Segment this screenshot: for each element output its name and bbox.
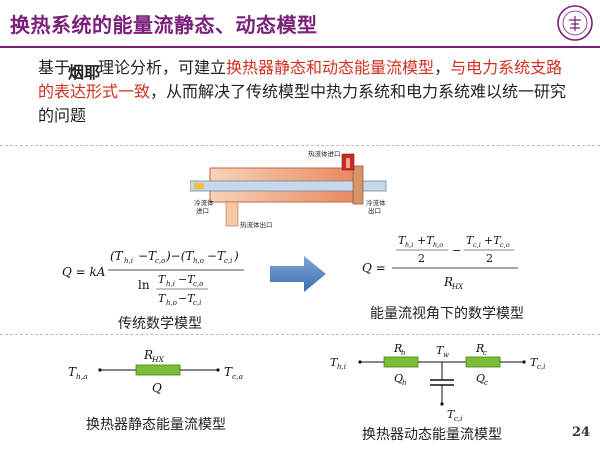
svg-text:T: T: [158, 292, 167, 305]
qc-sub: c: [484, 379, 488, 387]
qh-sub: h: [402, 379, 407, 387]
tw-label: T: [436, 344, 445, 357]
two-right: 2: [486, 252, 493, 265]
traditional-formula-lhs: Q = kA: [62, 265, 106, 279]
svg-text:)−(T: )−(T: [165, 249, 194, 263]
right-arrow-icon: [270, 256, 326, 292]
resistor-rc: [465, 356, 501, 368]
svg-text:T: T: [398, 234, 407, 247]
intro-text-2: 理论分析，可建立: [98, 58, 227, 77]
university-seal-icon: [557, 5, 593, 41]
intro-highlight-1: 换热器静态和动态能量流模型: [226, 58, 435, 77]
divider-bottom: [0, 334, 600, 335]
dynamic-right-sub: c,i: [537, 363, 545, 371]
traditional-formula: Q = kA (T h,i −T c,o )−(T h,o −T c,i ) l…: [62, 249, 244, 307]
sub-ho-num: h,o: [193, 257, 204, 265]
intro-paragraph: 基于烟耶理论分析，可建立换热器静态和动态能量流模型，与电力系统支路的表达形式一致…: [38, 56, 578, 128]
dynamic-circuit: T h,i T c,i R h R c T w Q h Q c T c,i: [330, 342, 545, 423]
dynamic-bottom-sub: c,i: [454, 415, 462, 423]
cold-inlet-label-2: 进口: [196, 207, 209, 215]
tw-sub: w: [443, 351, 449, 359]
rh-sub: h: [401, 349, 406, 357]
svg-text:−T: −T: [178, 292, 196, 305]
svg-text:): ): [233, 249, 239, 263]
traditional-model-caption: 传统数学模型: [118, 316, 202, 332]
static-flow-label: Q: [152, 381, 162, 395]
intro-text-3: ，: [434, 58, 451, 77]
svg-text:−: −: [452, 244, 461, 257]
svg-text:c,i: c,i: [473, 241, 481, 249]
page-number: 24: [572, 425, 591, 440]
dynamic-left-sub: h,i: [337, 363, 346, 371]
qh-label: Q: [394, 372, 403, 385]
dynamic-left-node: T: [330, 356, 339, 369]
sub-hi-den: h,i: [166, 280, 175, 288]
hot-outlet-label: 热流体出口: [240, 220, 273, 229]
static-right-node: T: [224, 365, 233, 379]
ln-label: ln: [138, 278, 150, 292]
two-left: 2: [418, 252, 425, 265]
svg-text:T: T: [466, 234, 475, 247]
svg-text:c,o: c,o: [500, 241, 510, 249]
hot-inlet-label: 热流体进口: [308, 150, 341, 158]
title-underline: [0, 46, 600, 48]
rc-sub: c: [483, 349, 487, 357]
svg-text:h,o: h,o: [433, 241, 443, 249]
sub-ci-den: c,i: [193, 299, 201, 307]
svg-text:−T: −T: [207, 249, 226, 263]
svg-text:+T: +T: [417, 234, 435, 247]
svg-text:−T: −T: [138, 249, 157, 263]
intro-stamp: 烟耶: [68, 63, 101, 82]
dynamic-right-node: T: [530, 356, 539, 369]
static-left-node: T: [68, 365, 77, 379]
sub-co-num: c,o: [155, 257, 165, 265]
resistor-rh: [383, 356, 419, 368]
sub-co-den: c,o: [193, 280, 203, 288]
static-resistor-label: R: [143, 348, 153, 362]
intro-text-4: ，从而解决了传统模型中热力系统和电力系统难以统一研究的问题: [38, 82, 567, 125]
energy-flow-formula: Q = T h,i +T h,o 2 − T c,i +T c,o 2 R HX: [362, 234, 518, 291]
slide-title: 换热系统的能量流静态、动态模型: [10, 13, 318, 37]
rc-label: R: [475, 342, 484, 355]
static-resistor-sub: HX: [151, 355, 165, 364]
intro-highlight-2: 与电力系统支路的表达形式一致: [38, 58, 563, 101]
svg-text:T: T: [158, 273, 167, 286]
static-circuit: T h,a T c,a R HX Q: [68, 348, 243, 395]
svg-text:(T: (T: [110, 249, 124, 263]
heat-exchanger-diagram: 热流体进口 热流体出口 冷流体 进口 冷流体 出口: [190, 150, 387, 229]
sub-ci-num: c,i: [224, 257, 232, 265]
qc-label: Q: [476, 372, 485, 385]
energy-flow-denom: R: [443, 275, 453, 289]
svg-text:+T: +T: [484, 234, 502, 247]
energy-flow-lhs: Q =: [362, 261, 386, 275]
title-bar: 换热系统的能量流静态、动态模型: [0, 0, 600, 48]
divider-top: [0, 145, 600, 146]
svg-text:−T: −T: [178, 273, 196, 286]
dynamic-model-caption: 换热器动态能量流模型: [362, 427, 502, 443]
rh-label: R: [393, 342, 402, 355]
resistor-hx: [135, 364, 181, 376]
static-right-sub: c,a: [232, 372, 243, 381]
energy-flow-caption: 能量流视角下的数学模型: [370, 306, 524, 322]
cold-outlet-label-2: 出口: [368, 206, 381, 215]
static-left-sub: h,a: [76, 372, 88, 381]
sub-hi-num: h,i: [124, 257, 133, 265]
intro-text-1: 基于: [38, 58, 71, 77]
cold-inlet-label-1: 冷流体: [194, 198, 214, 207]
sub-ho-den: h,o: [166, 299, 177, 307]
energy-flow-denom-sub: HX: [451, 283, 464, 291]
dynamic-bottom-node: T: [447, 408, 456, 421]
cold-outlet-label-1: 冷流体: [366, 198, 386, 207]
static-model-caption: 换热器静态能量流模型: [86, 417, 226, 433]
svg-text:h,i: h,i: [405, 241, 413, 249]
